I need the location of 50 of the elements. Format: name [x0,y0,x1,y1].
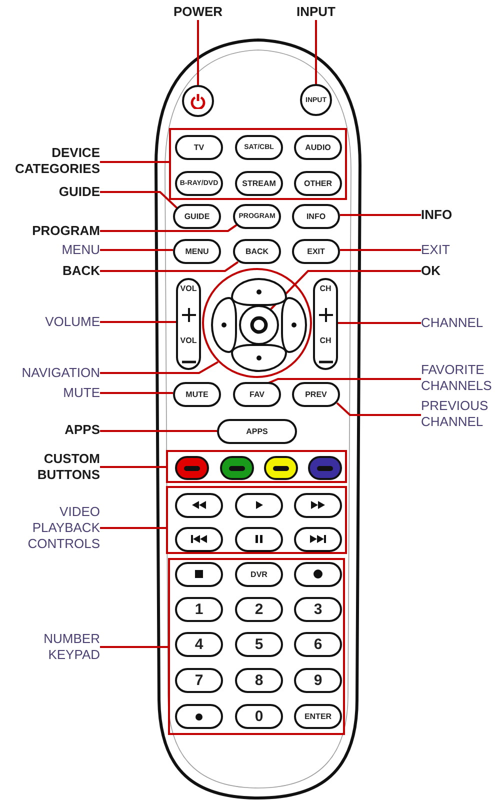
leader-line [100,361,218,374]
button-label: VOL [180,284,197,293]
callout-label: APPS [20,422,100,438]
callout-label: VOLUME [10,314,100,330]
leader-line [336,402,421,416]
leader-line [100,223,239,232]
callout-label: VIDEO PLAYBACK CONTROLS [10,504,100,552]
callout-label: OK [421,263,481,279]
leader-line [100,466,166,468]
leader-line [100,161,169,163]
leader-line [100,261,239,272]
highlight-frame [166,486,347,554]
callout-label: BACK [20,263,100,279]
button-label: CH [320,336,332,346]
highlight-ring [202,268,312,378]
callout-label: DEVICE CATEGORIES [5,145,100,177]
callout-label: PREVIOUS CHANNEL [421,398,495,430]
highlight-frame [168,558,345,735]
callout-label: INFO [421,207,481,223]
callout-label: INPUT [286,4,346,20]
callout-label: EXIT [421,242,481,258]
callout-label: MUTE [20,385,100,401]
callout-label: NAVIGATION [0,365,100,381]
highlight-frame [166,450,347,483]
leader-line [338,322,421,324]
callout-label: FAVORITE CHANNELS [421,362,495,394]
button-label: VOL [180,336,197,346]
leader-line [197,20,199,85]
leader-line [315,20,317,84]
leader-line [100,321,176,323]
callout-label: GUIDE [20,184,100,200]
rocker-button [313,278,338,370]
callout-label: CHANNEL [421,315,493,331]
rocker-button [176,278,201,370]
leader-line [340,214,421,216]
highlight-frame [169,128,347,200]
leader-line [100,430,217,432]
leader-line [100,249,173,251]
button-label: CH [320,284,332,293]
callout-label: NUMBER KEYPAD [10,631,100,663]
leader-line [100,527,166,529]
callout-label: CUSTOM BUTTONS [10,451,100,483]
callout-label: MENU [20,242,100,258]
leader-line [100,191,178,209]
callout-label: PROGRAM [10,223,100,239]
remote-button: APPS [217,419,297,444]
callout-label: POWER [168,4,228,20]
leader-line [340,249,421,251]
leader-line [100,392,173,394]
leader-line [100,646,168,648]
